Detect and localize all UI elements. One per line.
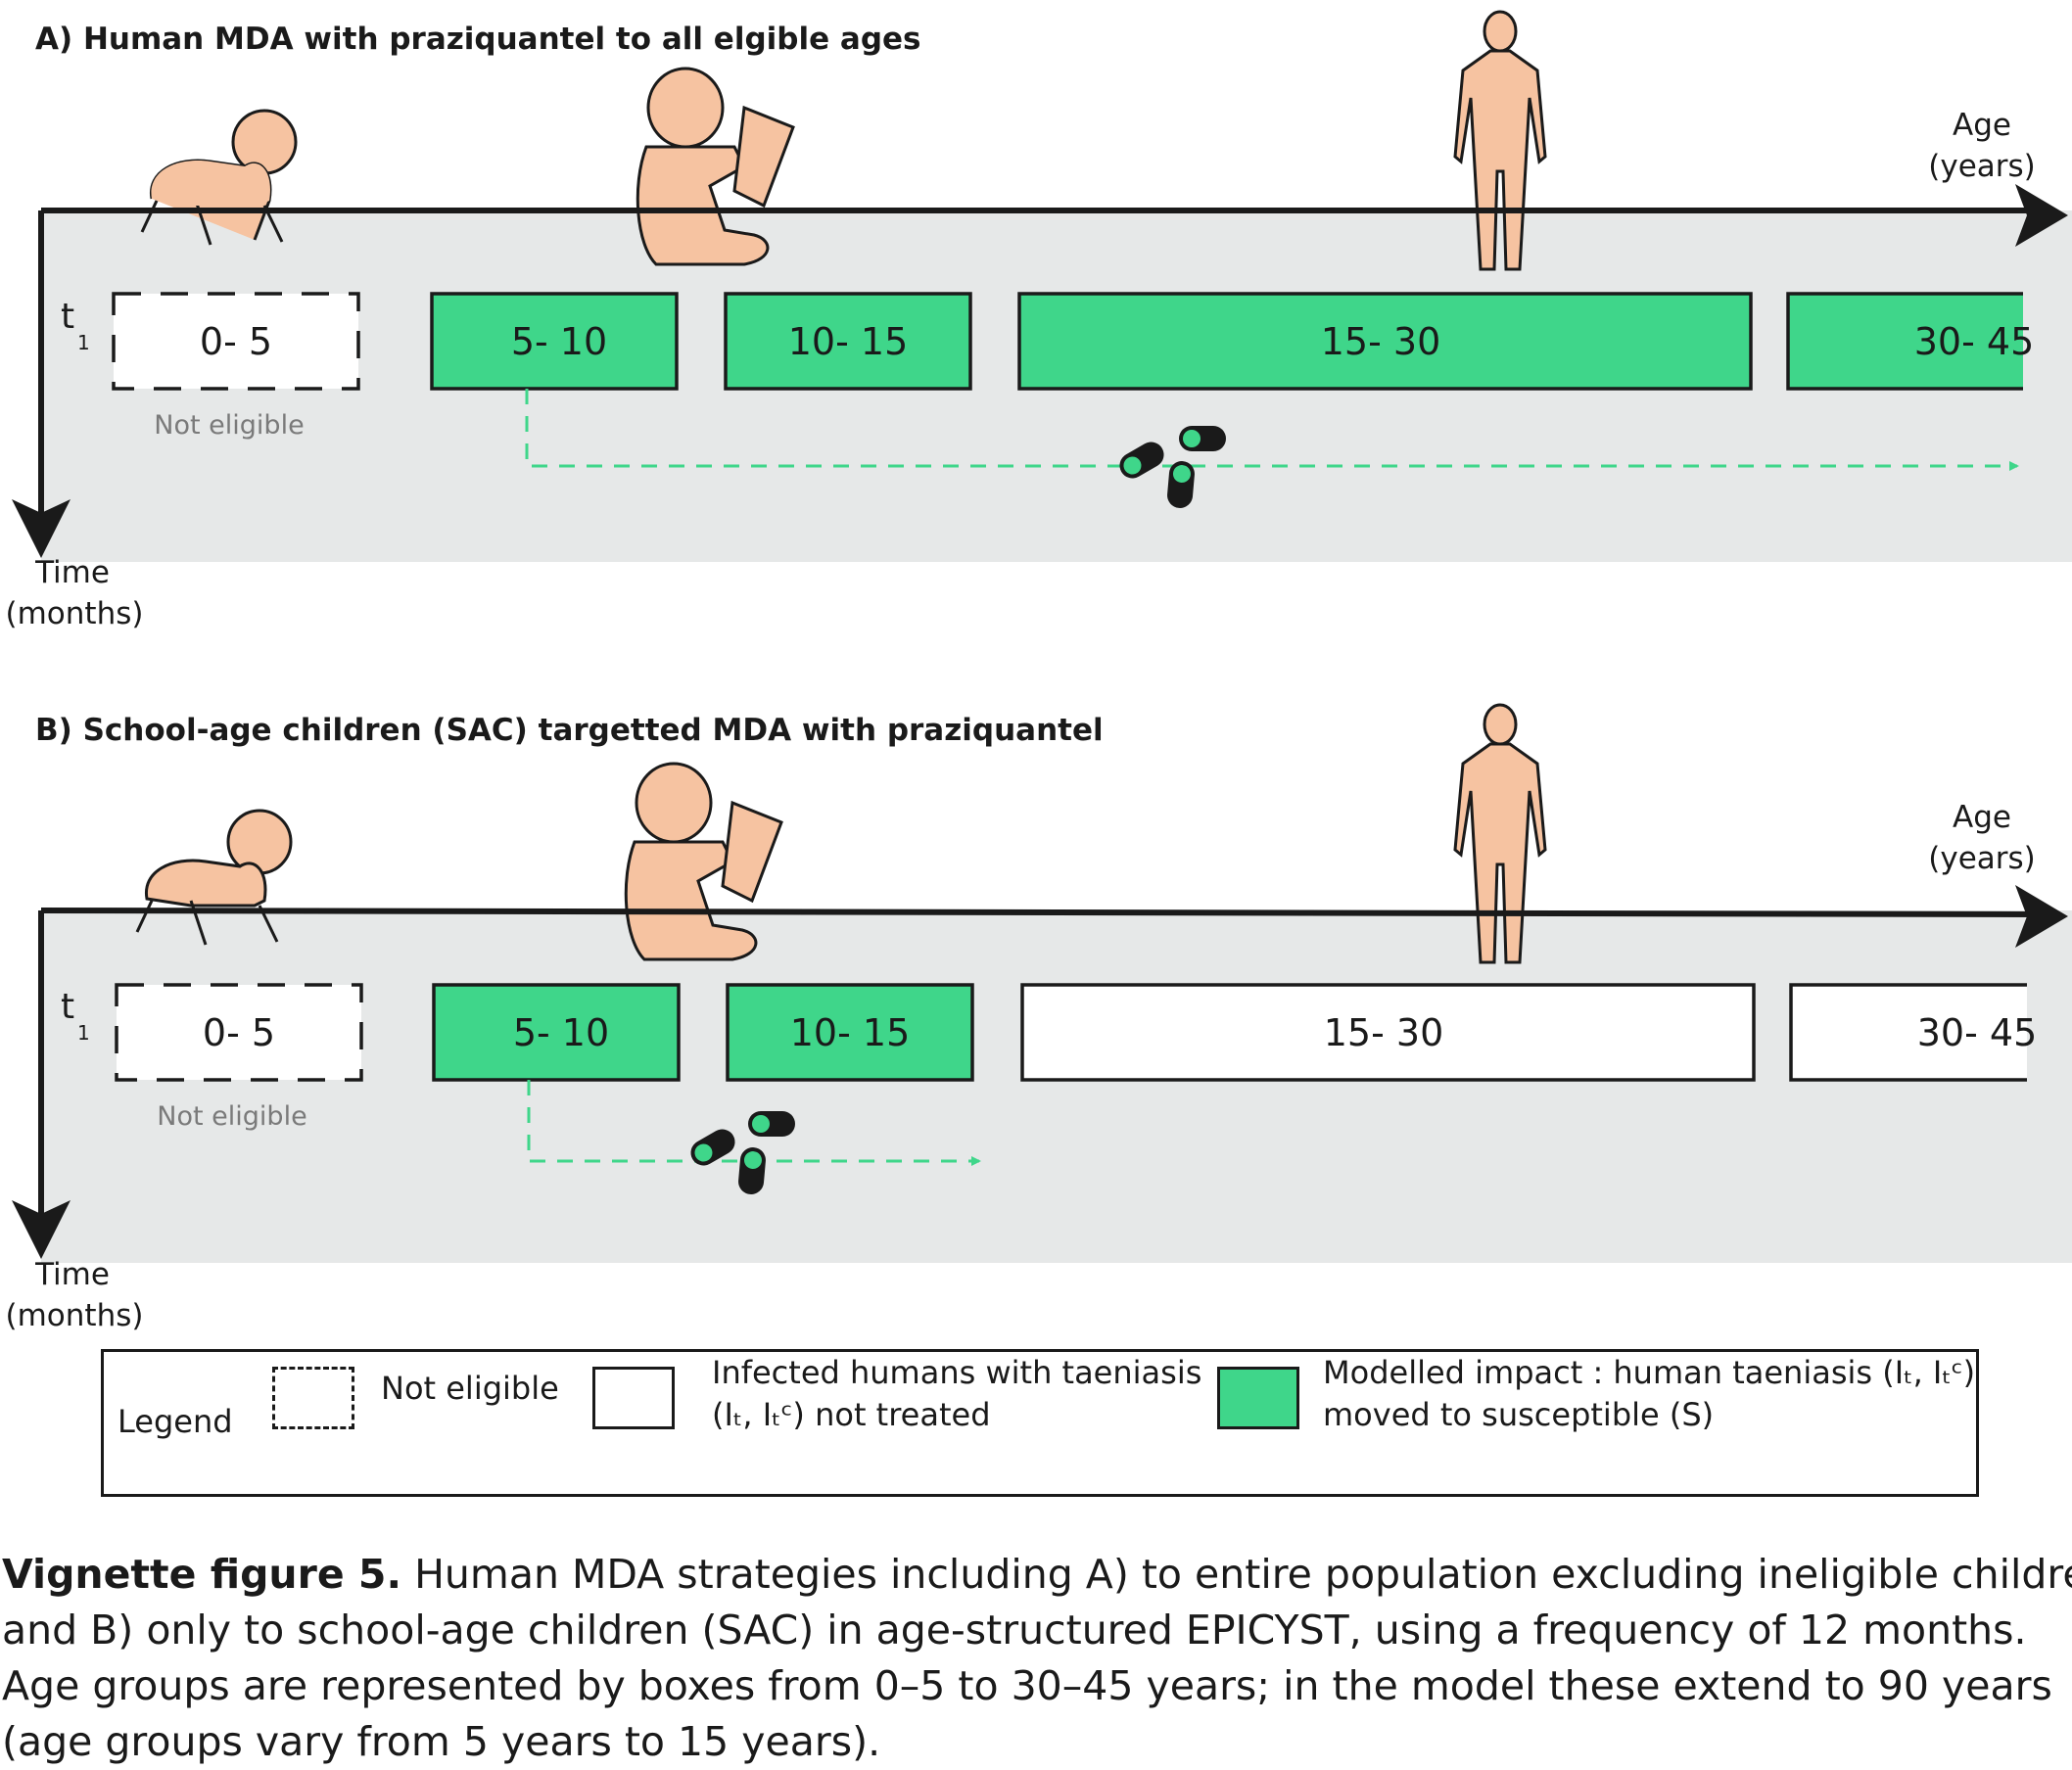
panel-b-background — [41, 910, 2072, 1263]
not-eligible-note: Not eligible — [154, 410, 304, 441]
adult-icon — [1453, 10, 1547, 271]
age-box-10-15 — [726, 983, 974, 1082]
age-box-5-10 — [430, 292, 679, 391]
child-reading-icon — [636, 67, 795, 266]
not-eligible-note: Not eligible — [157, 1101, 306, 1132]
legend-swatch-untreated — [592, 1367, 675, 1429]
age-box-30-45 — [1789, 983, 2027, 1082]
legend-title: Legend — [118, 1403, 233, 1440]
child-reading-icon — [624, 762, 783, 961]
age-box-5-10 — [432, 983, 681, 1082]
caption-lead: Vignette figure 5. — [2, 1551, 402, 1598]
time-point-subscript: 1 — [77, 1021, 90, 1045]
age-box-label: 0- 5 — [203, 1011, 275, 1054]
caption-line: Age groups are represented by boxes from… — [2, 1662, 2052, 1709]
x-axis-arrowhead — [2015, 885, 2068, 948]
treatment-arrow — [525, 389, 2019, 471]
y-axis-label: Time — [34, 1257, 110, 1292]
legend-not-eligible-label: Not eligible — [381, 1370, 559, 1407]
legend: Legend Not eligible Infected humans with… — [101, 1349, 1979, 1497]
panel-b-title: B) School-age children (SAC) targetted M… — [35, 713, 1104, 748]
age-box-label: 10- 15 — [790, 1011, 911, 1054]
age-box-0-5 — [112, 292, 360, 391]
panel-b: B) School-age children (SAC) targetted M… — [6, 703, 2072, 1333]
legend-treated-line2: moved to susceptible (S) — [1323, 1396, 1715, 1433]
age-box-30-45 — [1786, 292, 2023, 391]
age-box-10-15 — [724, 292, 972, 391]
legend-untreated-line1: Infected humans with taeniasis — [712, 1354, 1202, 1391]
mda-diagram: A) Human MDA with praziquantel to all el… — [6, 10, 2072, 1333]
time-point-subscript: 1 — [77, 331, 90, 354]
y-axis-arrowhead — [12, 499, 71, 558]
x-axis-label-unit: (years) — [1928, 841, 2036, 876]
legend-untreated-line2: (Iₜ, Iₜᶜ) not treated — [712, 1396, 991, 1433]
caption-line: Human MDA strategies including A) to ent… — [401, 1551, 2072, 1598]
y-axis-label: Time — [34, 555, 110, 590]
legend-swatch-treated — [1217, 1367, 1299, 1429]
time-point-label: t — [61, 987, 74, 1027]
caption-line: (age groups vary from 5 years to 15 year… — [2, 1718, 881, 1765]
y-axis-arrowhead — [12, 1200, 71, 1259]
age-box-label: 15- 30 — [1321, 320, 1441, 363]
age-box-label: 10- 15 — [788, 320, 909, 363]
baby-icon — [140, 109, 298, 246]
age-box-label: 30- 45 — [1914, 320, 2035, 363]
age-box-label: 30- 45 — [1917, 1011, 2038, 1054]
age-box-15-30 — [1017, 292, 1753, 391]
age-box-label: 0- 5 — [200, 320, 272, 363]
panel-a-title: A) Human MDA with praziquantel to all el… — [35, 22, 921, 57]
y-axis-label-unit: (months) — [6, 596, 144, 631]
y-axis-label-unit: (months) — [6, 1298, 144, 1333]
age-box-0-5 — [115, 983, 363, 1082]
x-axis-arrowhead — [2015, 184, 2068, 247]
legend-treated-line1: Modelled impact : human taeniasis (Iₜ, I… — [1323, 1354, 1976, 1391]
age-box-label: 5- 10 — [511, 320, 607, 363]
caption-line: and B) only to school-age children (SAC)… — [2, 1607, 2027, 1654]
panel-a: A) Human MDA with praziquantel to all el… — [6, 10, 2072, 631]
age-box-label: 15- 30 — [1324, 1011, 1444, 1054]
baby-icon — [135, 809, 293, 946]
age-box-label: 5- 10 — [513, 1011, 609, 1054]
adult-icon — [1453, 703, 1547, 964]
legend-swatch-not-eligible — [272, 1367, 354, 1429]
x-axis-label: Age — [1953, 800, 2011, 835]
x-axis-label: Age — [1953, 108, 2011, 143]
age-box-15-30 — [1020, 983, 1756, 1082]
time-point-label: t — [61, 297, 74, 337]
x-axis-label-unit: (years) — [1928, 149, 2036, 184]
x-axis — [40, 908, 2038, 917]
figure-caption: Vignette figure 5. Human MDA strategies … — [2, 1547, 2072, 1770]
